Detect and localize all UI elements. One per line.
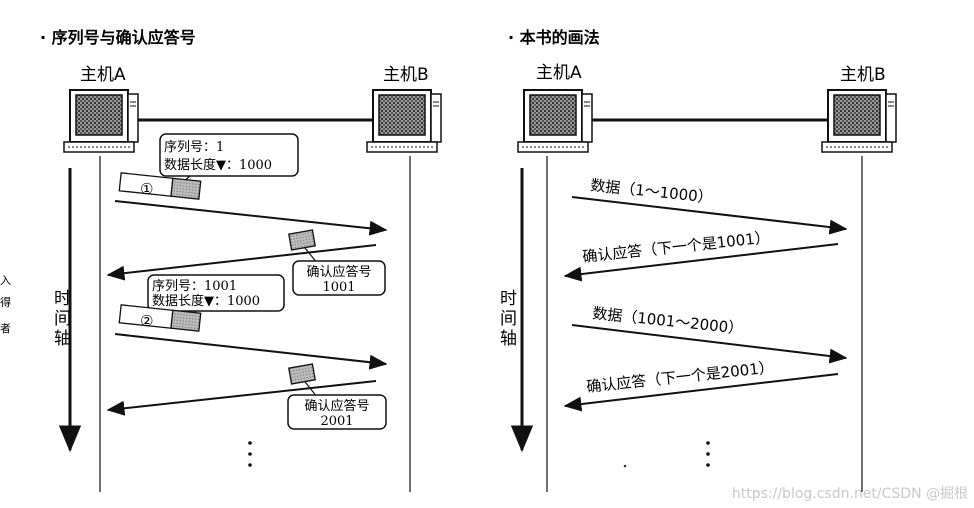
- stray-dot: [623, 464, 627, 468]
- right-time-char-1: 时: [500, 289, 517, 309]
- left-computer-b-icon: [366, 89, 442, 153]
- packet1-number: ①: [140, 180, 153, 198]
- left-time-char-2: 间: [54, 309, 71, 329]
- ack2-arrow: [106, 380, 377, 416]
- packet2-arrow: [114, 333, 388, 370]
- margin-fragment-2: 得: [0, 296, 11, 309]
- packet1-seq-label: 序列号：1: [164, 140, 224, 155]
- right-time-char-2: 间: [500, 309, 517, 329]
- packet2-len-label: 数据长度▼：1000: [152, 293, 260, 309]
- packet1-segment: [118, 172, 202, 200]
- packet2-callout: [147, 274, 285, 312]
- ack2-segment: [288, 363, 316, 385]
- margin-fragment-3: 者: [0, 322, 11, 335]
- packet2-segment: [118, 304, 202, 332]
- ack1-arrow: [106, 244, 377, 281]
- ack1-callout: [292, 260, 386, 296]
- right-continuation-dots: [706, 441, 710, 467]
- ack2-callout: [287, 394, 387, 430]
- packet1-len-label: 数据长度▼：1000: [164, 157, 272, 173]
- left-continuation-dots: [248, 441, 252, 467]
- packet2-seq-label: 序列号：1001: [152, 279, 237, 294]
- right-data1-arrow: [571, 196, 848, 235]
- packet1-arrow: [114, 200, 388, 236]
- margin-fragment-1: 入: [0, 274, 11, 287]
- right-data2-label: 数据（1001～2000）: [592, 304, 744, 338]
- left-title: · 序列号与确认应答号: [40, 28, 196, 47]
- right-ack1-arrow: [563, 243, 839, 282]
- ack2-value: 2001: [320, 414, 353, 429]
- left-host-b-label: 主机B: [383, 65, 429, 85]
- left-computer-a-icon: [63, 89, 139, 153]
- right-time-char-3: 轴: [500, 329, 517, 349]
- right-title: · 本书的画法: [508, 28, 600, 47]
- right-host-b-label: 主机B: [840, 65, 886, 85]
- right-data2-arrow: [571, 324, 848, 364]
- right-ack1-label: 确认应答（下一个是1001）: [582, 228, 771, 266]
- ack1-label: 确认应答号: [306, 264, 371, 280]
- right-computer-b-icon: [821, 89, 897, 153]
- right-ack2-label: 确认应答（下一个是2001）: [586, 358, 775, 396]
- left-time-char-3: 轴: [54, 329, 71, 349]
- watermark: https://blog.csdn.net/CSDN @掘根: [732, 486, 968, 502]
- right-computer-a-icon: [517, 89, 593, 153]
- packet1-callout: [159, 133, 299, 177]
- left-time-char-1: 时: [54, 289, 71, 309]
- ack1-segment: [288, 229, 316, 251]
- packet2-number: ②: [140, 312, 153, 330]
- right-host-a-label: 主机A: [536, 63, 582, 83]
- left-host-a-label: 主机A: [80, 65, 126, 85]
- ack1-value: 1001: [322, 280, 355, 295]
- right-ack2-arrow: [563, 373, 839, 412]
- ack2-label: 确认应答号: [304, 398, 369, 414]
